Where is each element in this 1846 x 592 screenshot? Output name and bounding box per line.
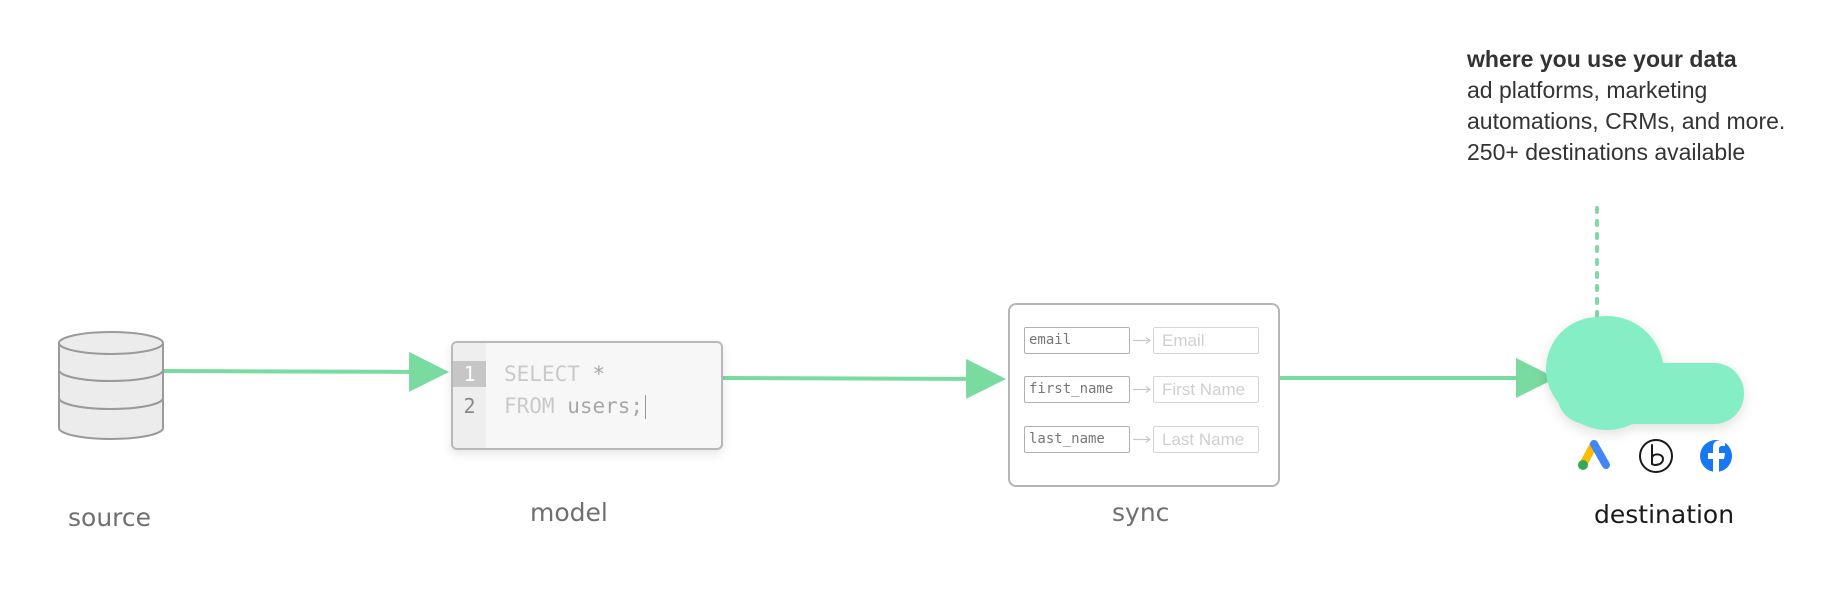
arrow-source-to-model: [163, 351, 449, 392]
destination-field: First Name: [1153, 376, 1259, 403]
facebook-icon: [1700, 440, 1732, 473]
arrow-model-to-sync: [719, 358, 1006, 399]
line-number-1: 1: [453, 361, 486, 387]
mapping-arrow-icon: [1133, 337, 1151, 344]
stage-label-destination: destination: [1594, 500, 1735, 529]
braze-icon: [1639, 439, 1673, 473]
editor-gutter: [453, 343, 486, 448]
note-line: ad platforms, marketing: [1467, 77, 1708, 103]
text-caret: [645, 395, 647, 419]
sql-keyword: SELECT: [504, 362, 580, 386]
destination-note: where you use your data ad platforms, ma…: [1467, 44, 1785, 168]
sql-text: *: [579, 362, 606, 386]
code-line-2: FROM users;: [504, 393, 647, 419]
source-field: first_name: [1024, 376, 1130, 403]
destination-field: Email: [1153, 327, 1259, 354]
code-line-1: SELECT *: [504, 361, 605, 387]
destination-field: Last Name: [1153, 426, 1259, 453]
cloud-icon: [1546, 316, 1744, 430]
mapping-arrow-icon: [1133, 386, 1151, 393]
mapping-arrow-icon: [1133, 436, 1151, 443]
note-heading: where you use your data: [1467, 46, 1737, 72]
google-ads-icon: [1578, 440, 1610, 470]
database-icon: [58, 331, 164, 440]
sql-editor: 1 2 SELECT * FROM users;: [451, 341, 723, 450]
stage-label-sync: sync: [1112, 498, 1170, 527]
note-line: 250+ destinations available: [1467, 139, 1746, 165]
source-field: last_name: [1024, 426, 1130, 453]
source-field: email: [1024, 327, 1130, 354]
stage-label-source: source: [68, 503, 152, 532]
sql-keyword: FROM: [504, 394, 555, 418]
stage-label-model: model: [530, 498, 608, 527]
line-number-2: 2: [463, 394, 476, 418]
sql-text: users;: [554, 394, 644, 418]
sync-mapping-card: email Email first_name First Name last_n…: [1008, 303, 1280, 487]
note-line: automations, CRMs, and more.: [1467, 108, 1786, 134]
